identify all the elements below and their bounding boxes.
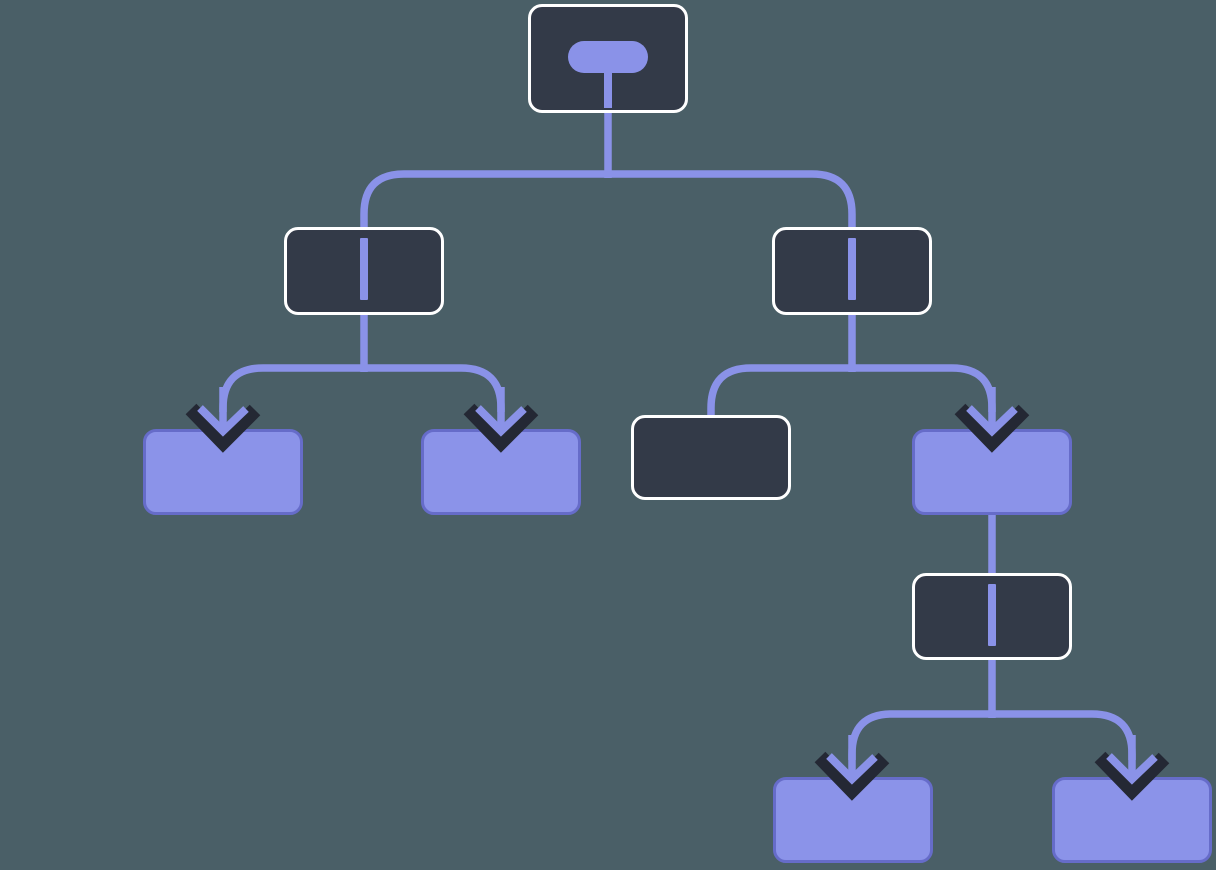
branch-node-bottom[interactable]: [912, 573, 1072, 660]
leaf-node-bottom-left[interactable]: [773, 777, 933, 863]
vertical-bar-placeholder: [988, 584, 996, 646]
branch-node-right[interactable]: [772, 227, 932, 315]
leaf-node-bottom-right[interactable]: [1052, 777, 1212, 863]
vertical-bar-placeholder: [848, 238, 856, 300]
vertical-bar-placeholder: [360, 238, 368, 300]
leaf-node-mid-left[interactable]: [421, 429, 581, 515]
arrowhead-icon: [1106, 753, 1158, 785]
pill-placeholder: [568, 41, 648, 73]
pill-stem-line: [604, 69, 612, 108]
arrowhead-icon: [197, 405, 249, 437]
branch-node-left[interactable]: [284, 227, 444, 315]
leaf-node-far-left[interactable]: [143, 429, 303, 515]
root-node[interactable]: [528, 4, 688, 113]
arrowhead-icon: [826, 753, 878, 785]
leaf-node-dark[interactable]: [631, 415, 791, 500]
edge-root-to-branches: [360, 170, 856, 228]
arrowhead-icon: [966, 405, 1018, 437]
purple-node-mid[interactable]: [912, 429, 1072, 515]
arrowhead-icon: [475, 405, 527, 437]
edge-branch-right-to-children: [707, 364, 996, 418]
edge-branch-bottom-to-leaves: [848, 710, 1136, 760]
edge-branch-left-to-leaves: [219, 364, 505, 412]
